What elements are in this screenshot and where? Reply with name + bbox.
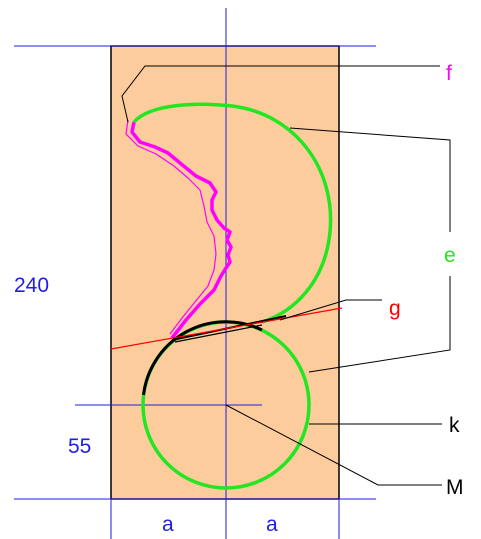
- label-k: k: [449, 414, 460, 437]
- circle-black-arc: [142, 320, 263, 396]
- profile-curve-f-offset: [125, 119, 217, 335]
- label-M: M: [446, 476, 464, 499]
- profile-curve-f: [130, 121, 233, 340]
- leader-g: [279, 299, 382, 321]
- crescent-curve-e: [132, 102, 333, 324]
- dimension-55: 55: [68, 435, 91, 458]
- leader-f: [121, 65, 440, 123]
- label-e: e: [444, 244, 456, 267]
- label-f: f: [446, 62, 452, 85]
- dimension-a-right: a: [266, 513, 278, 536]
- leader-lines: [121, 65, 451, 486]
- dimension-240: 240: [14, 274, 49, 297]
- leader-e-upper: [289, 127, 451, 232]
- tangent-wedge-inner: [174, 324, 263, 343]
- leader-e-lower: [308, 276, 451, 373]
- guide-lines: [14, 8, 376, 539]
- line-g: [110, 307, 343, 350]
- label-g: g: [389, 297, 401, 320]
- dimension-a-left: a: [162, 513, 174, 536]
- leader-M: [225, 404, 442, 486]
